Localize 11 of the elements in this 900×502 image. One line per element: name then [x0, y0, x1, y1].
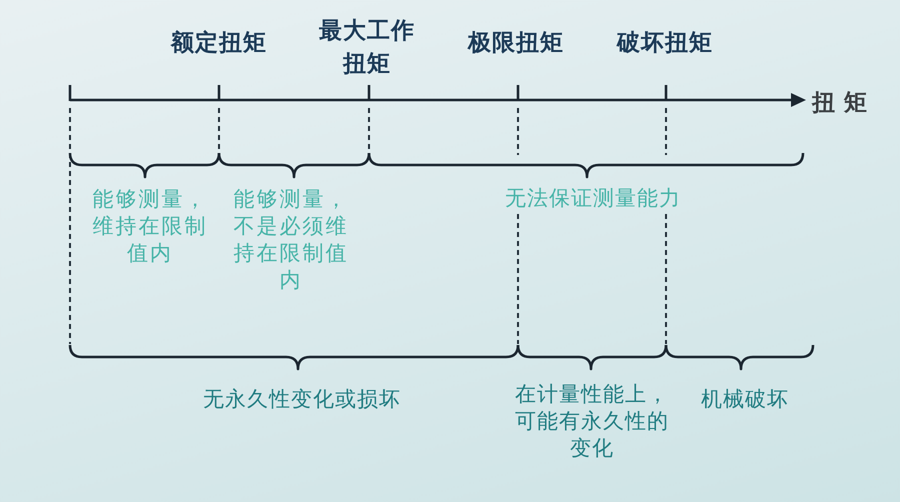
- range-description: 机械破坏: [701, 386, 789, 413]
- range-description: 无法保证测量能力: [505, 185, 681, 212]
- axis-tick-label: 极限扭矩: [468, 29, 564, 58]
- axis-tick-label: 破坏扭矩: [617, 29, 713, 58]
- axis-tick-label: 额定扭矩: [171, 29, 267, 58]
- range-description: 无永久性变化或损坏: [203, 386, 401, 413]
- axis-tick-label: 最大工作扭矩: [318, 17, 416, 79]
- range-description: 能够测量，维持在限制值内: [92, 186, 208, 267]
- range-description: 能够测量，不是必须维持在限制值内: [233, 186, 349, 294]
- axis-title: 扭矩: [812, 89, 876, 117]
- range-description: 在计量性能上，可能有永久性的变化: [514, 381, 670, 462]
